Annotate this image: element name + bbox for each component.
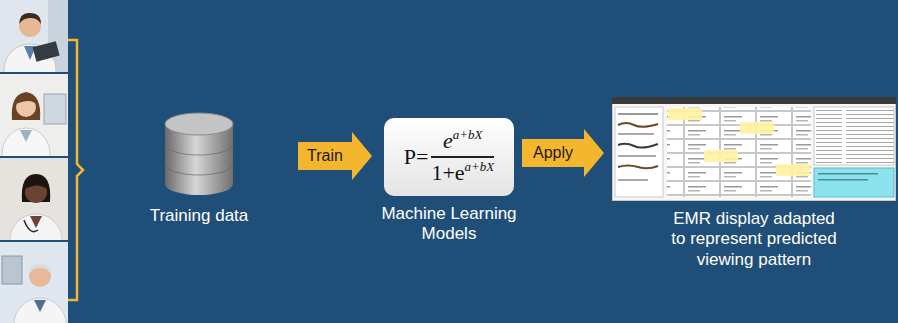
database-shape	[163, 112, 235, 198]
doctor-photo	[0, 242, 68, 323]
numerator: ea+bX	[443, 128, 482, 154]
node-caption: EMR display adapted to represent predict…	[667, 209, 842, 270]
node-box: EMR display adapted to represent predict…	[612, 97, 896, 270]
node-box: P=ea+bX1+ea+bXMachine Learning Models	[374, 118, 524, 245]
fraction-bar	[431, 156, 494, 158]
denominator: 1+ea+bX	[431, 160, 494, 186]
arrow-label: Apply	[533, 145, 573, 161]
database-icon	[163, 112, 235, 198]
exponent: a+bX	[465, 159, 495, 175]
formula-text: 1+e	[431, 160, 464, 185]
node-box: Training data	[139, 112, 259, 226]
node-caption: Training data	[139, 206, 259, 226]
node-caption: Machine Learning Models	[374, 204, 524, 245]
formula-text: P=	[404, 144, 429, 170]
screen-frame	[612, 97, 896, 201]
block-arrow	[298, 132, 372, 180]
exponent: a+bX	[453, 127, 483, 143]
bracket	[66, 30, 96, 312]
arrow-label: Train	[307, 148, 343, 164]
fraction: ea+bX1+ea+bX	[431, 128, 494, 186]
doctor-photos	[0, 0, 70, 323]
emr-screenshot	[612, 97, 896, 201]
block-arrow	[522, 129, 604, 177]
formula-box: P=ea+bX1+ea+bX	[384, 118, 514, 196]
formula-text: e	[443, 128, 453, 153]
